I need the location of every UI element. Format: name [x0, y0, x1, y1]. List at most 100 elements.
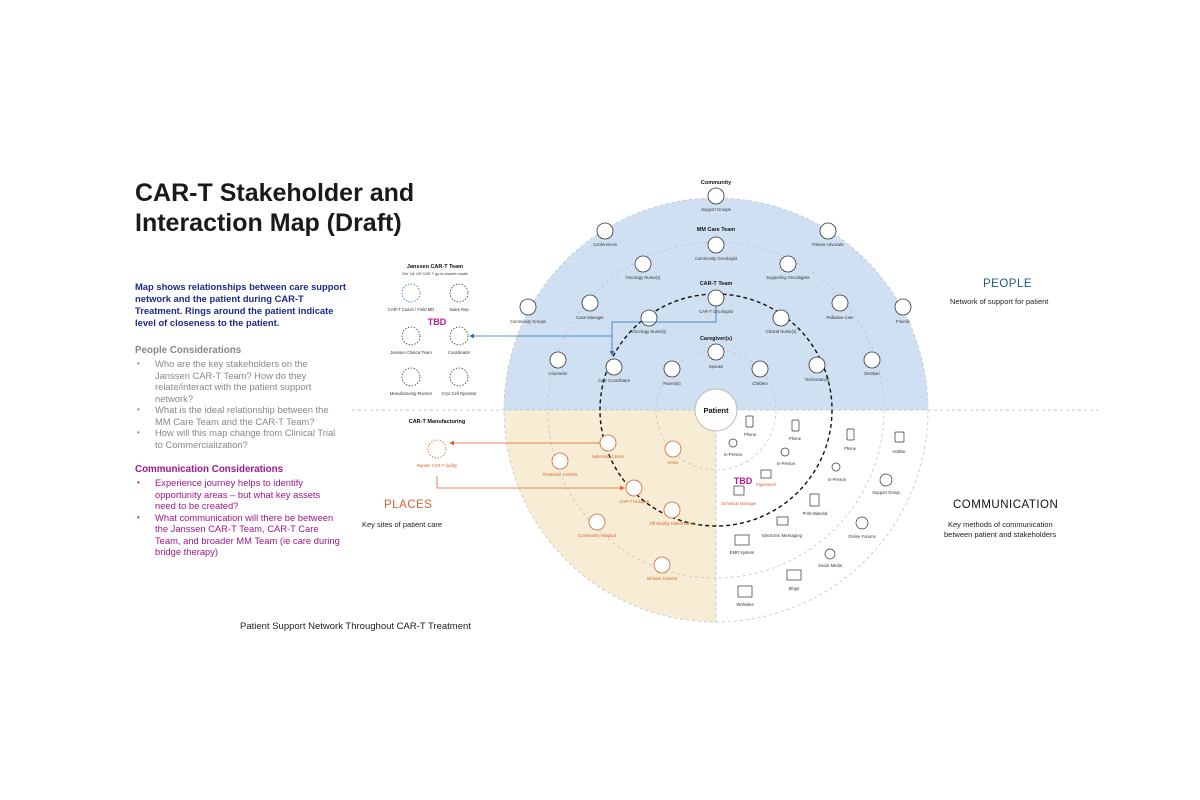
- svg-text:Community Groups: Community Groups: [510, 319, 546, 324]
- person-icon: [449, 367, 469, 387]
- phone-icon: [745, 415, 754, 428]
- doctors-icon: [779, 255, 797, 273]
- janssen-member-node: Cryo Cell Operator: [442, 367, 478, 396]
- people-consideration-item: How will this map change from Clinical T…: [135, 427, 340, 450]
- people-icon: [519, 298, 537, 316]
- case-manager-node: Case Manager: [576, 294, 604, 320]
- svg-text:Janssen Clinical Team: Janssen Clinical Team: [390, 350, 432, 355]
- svg-text:Coordinator: Coordinator: [448, 350, 470, 355]
- svg-text:CAR-T Hospital: CAR-T Hospital: [619, 499, 648, 504]
- counselor-node: Counselor: [548, 351, 568, 376]
- places-section-title: PLACES: [384, 499, 433, 511]
- communication-considerations-heading: Communication Considerations: [135, 464, 284, 475]
- map-caption: Patient Support Network Throughout CAR-T…: [240, 621, 471, 632]
- mm-care-team-ring: [547, 241, 885, 579]
- svg-text:Friends: Friends: [896, 319, 910, 324]
- person-icon: [549, 351, 567, 369]
- schedule-manager-node: Schedule Manager TBD: [721, 476, 757, 506]
- svg-text:Patient Advocate: Patient Advocate: [812, 242, 844, 247]
- person-icon: [401, 367, 421, 387]
- patient-advocate-node: Patient Advocate: [812, 222, 844, 247]
- doctor-icon: [707, 236, 725, 254]
- tbd-label: TBD: [734, 476, 753, 486]
- hospital-icon: [625, 479, 643, 497]
- svg-text:Schedule Manager: Schedule Manager: [721, 501, 757, 506]
- manufacturing-to-hospital-arrow: [436, 476, 625, 491]
- person-icon: [605, 358, 623, 376]
- building-icon: [599, 434, 617, 452]
- svg-text:Cryo Cell Operator: Cryo Cell Operator: [442, 391, 478, 396]
- technicians-node: Technician(s): [805, 356, 830, 382]
- svg-text:Paperwork: Paperwork: [756, 482, 777, 487]
- clinical-nurses-node: Clinical Nurse(s): [766, 309, 797, 334]
- svg-text:Apheresis Center: Apheresis Center: [592, 454, 625, 459]
- home-node: Home: [664, 440, 682, 465]
- svg-text:Hotline: Hotline: [892, 449, 906, 454]
- svg-text:Infusion Centers: Infusion Centers: [647, 576, 678, 581]
- social-media-icon: [824, 548, 836, 560]
- svg-text:Manufacturing Planner: Manufacturing Planner: [390, 391, 433, 396]
- svg-text:Community Oncologist: Community Oncologist: [695, 256, 738, 261]
- message-icon: [776, 516, 789, 526]
- conferences-node: Conferences: [593, 222, 617, 247]
- manufacturing-facility: Raritan CAR-T facility: [417, 463, 458, 468]
- svg-text:Social Media: Social Media: [818, 563, 843, 568]
- svg-text:Palliative Care: Palliative Care: [827, 315, 855, 320]
- janssen-title: Janssen CAR-T Team: [407, 264, 463, 270]
- house-icon: [664, 440, 682, 458]
- people-icon: [401, 326, 421, 346]
- emr-system-node: EMR System: [730, 534, 755, 555]
- person-icon: [819, 222, 837, 240]
- communication-nodes: Phone Phone Phone Hotline In-Person In-P…: [721, 415, 906, 607]
- blog-icon: [786, 569, 802, 581]
- phone-node: Phone: [789, 419, 802, 441]
- online-forums-node: Online Forums: [848, 516, 876, 539]
- people-considerations: People Considerations Who are the key st…: [135, 345, 340, 450]
- svg-text:Electronic Messaging: Electronic Messaging: [762, 533, 802, 538]
- supporting-oncologists-node: Supporting Oncologists: [766, 255, 810, 280]
- person-icon: [581, 294, 599, 312]
- hotel-icon: [663, 501, 681, 519]
- people-icon: [663, 360, 681, 378]
- cart-team-label: CAR-T Team: [700, 281, 733, 287]
- paperwork-icon: [760, 469, 772, 479]
- patient-label: Patient: [703, 406, 729, 415]
- infusion-centers-node: Infusion Centers: [647, 556, 678, 581]
- communication-considerations: Communication Considerations Experience …: [135, 464, 340, 558]
- people-consideration-item: Who are the key stakeholders on the Jans…: [135, 358, 340, 404]
- people-considerations-heading: People Considerations: [135, 345, 242, 356]
- person-icon: [449, 283, 469, 303]
- calendar-icon: [733, 485, 745, 496]
- dietitian-node: Dietitian: [863, 351, 881, 376]
- community-hospital-node: Community Hospital: [578, 513, 616, 538]
- person-icon: [449, 326, 469, 346]
- svg-text:Children: Children: [752, 381, 768, 386]
- community-label: Community: [701, 180, 732, 186]
- svg-text:Counselor: Counselor: [548, 371, 568, 376]
- forum-icon: [855, 516, 869, 530]
- websites-node: Websites: [736, 585, 754, 607]
- nearby-hotel-node: Off Nearby Hotel/Home*: [649, 501, 695, 526]
- svg-text:In-Person: In-Person: [828, 477, 847, 482]
- communication-consideration-item: Experience journey helps to identify opp…: [135, 477, 340, 512]
- janssen-member-node: Manufacturing Planner: [390, 367, 433, 396]
- janssen-member-node: Janssen Clinical Team: [390, 326, 432, 355]
- nurse-icon: [772, 309, 790, 327]
- svg-text:Care Coordinator: Care Coordinator: [598, 378, 631, 383]
- caregivers-label: Caregiver(s): [700, 336, 732, 342]
- treatment-centers-node: Treatment Centers: [543, 452, 577, 477]
- svg-text:Home: Home: [667, 460, 679, 465]
- in-person-node: In-Person: [777, 447, 796, 466]
- children-node: Children: [751, 360, 768, 386]
- svg-text:Dietitian: Dietitian: [864, 371, 880, 376]
- places-section-subtitle: Key sites of patient care: [362, 520, 443, 529]
- janssen-team: Janssen CAR-T Team Oct '18: US CAR-T go-…: [388, 264, 477, 396]
- print-material-node: Print Material: [803, 493, 827, 516]
- person-icon: [808, 356, 826, 374]
- phone-icon: [846, 428, 855, 441]
- people-section-title: PEOPLE: [983, 278, 1033, 290]
- couple-icon: [707, 343, 725, 361]
- hotline-node: Hotline: [892, 431, 906, 454]
- svg-text:Off Nearby Hotel/Home*: Off Nearby Hotel/Home*: [649, 521, 694, 526]
- janssen-subtitle: Oct '18: US CAR-T go-to-market model: [402, 272, 468, 276]
